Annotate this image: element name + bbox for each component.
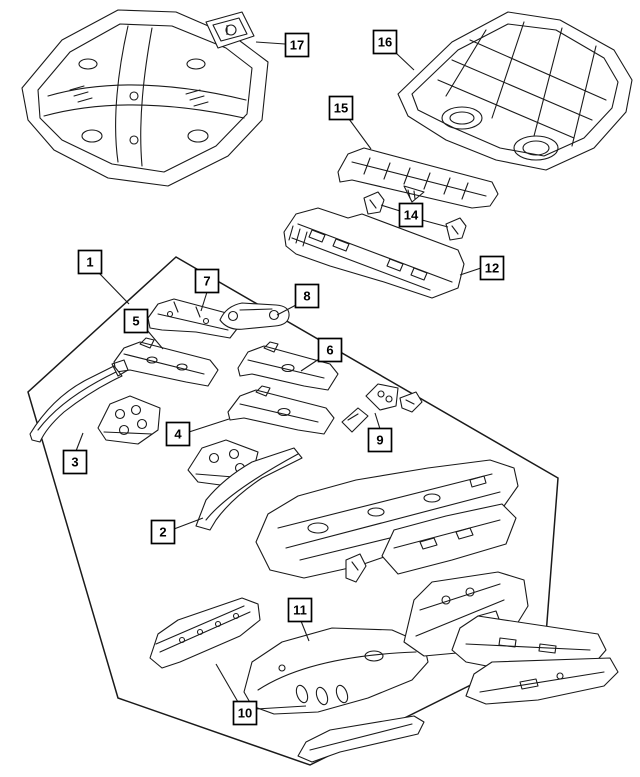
part-4-drawing <box>227 385 335 435</box>
leader-line-9 <box>374 412 381 430</box>
callout-17-box <box>284 32 310 58</box>
callout-6-box <box>317 337 343 363</box>
callout-17-label: 17 <box>290 38 304 53</box>
callout-8-label: 8 <box>303 289 310 304</box>
callout-8-box <box>294 283 320 309</box>
callout-2-box <box>150 519 176 545</box>
callout-3[interactable]: 3 <box>62 449 88 475</box>
callout-6-label: 6 <box>326 343 333 358</box>
leader-line-10-right <box>255 705 307 710</box>
callout-8[interactable]: 8 <box>294 283 320 309</box>
leader-line-10-left <box>215 663 239 703</box>
leader-line-14-left <box>380 204 401 212</box>
leader-line-8 <box>276 304 297 316</box>
callout-1-box <box>77 249 103 275</box>
leader-line-11 <box>300 620 310 642</box>
callout-5[interactable]: 5 <box>123 308 149 334</box>
callout-14-box <box>398 202 424 228</box>
leader-line-15 <box>348 118 372 150</box>
callout-2-label: 2 <box>159 525 166 540</box>
callout-4[interactable]: 4 <box>165 421 191 447</box>
callout-5-label: 5 <box>132 314 139 329</box>
callout-3-label: 3 <box>71 455 78 470</box>
callout-17[interactable]: 17 <box>284 32 310 58</box>
callout-4-box <box>165 421 191 447</box>
part-17-drawing <box>205 11 255 49</box>
callout-11-label: 11 <box>293 603 307 618</box>
callout-15-box <box>328 95 354 121</box>
callout-7[interactable]: 7 <box>194 268 220 294</box>
parts-group-boundary <box>27 256 559 766</box>
part-5-drawing <box>113 337 219 387</box>
leader-line-12 <box>459 267 482 276</box>
callout-14-label: 14 <box>404 208 419 223</box>
part-14-drawing <box>363 191 467 241</box>
part-9-drawing <box>341 383 423 433</box>
callout-12[interactable]: 12 <box>479 255 505 281</box>
part-6-drawing <box>237 341 339 391</box>
callout-4-label: 4 <box>174 427 182 442</box>
part-10-drawing <box>149 597 261 669</box>
leader-line-3 <box>75 432 84 452</box>
callout-16[interactable]: 16 <box>372 29 398 55</box>
part-12-drawing <box>283 207 465 299</box>
callout-10-label: 10 <box>238 706 252 721</box>
leader-lines <box>75 41 482 710</box>
leader-line-7 <box>200 291 208 312</box>
bracket-plate-drawing <box>97 395 161 445</box>
leader-line-14-right <box>421 219 449 228</box>
callout-7-label: 7 <box>203 274 210 289</box>
leader-line-17 <box>255 41 286 45</box>
rear-floor-pan-drawing <box>397 11 633 171</box>
callout-14[interactable]: 14 <box>398 202 424 228</box>
part-11-drawing <box>243 627 429 715</box>
part-7-drawing <box>147 298 241 339</box>
callout-3-box <box>62 449 88 475</box>
callout-9-box <box>367 427 393 453</box>
leader-line-1 <box>98 272 130 305</box>
callout-5-box <box>123 308 149 334</box>
floor-panels-drawing <box>451 615 619 705</box>
callout-9-label: 9 <box>376 433 383 448</box>
sill-strip-drawing <box>297 715 425 763</box>
front-floor-pan-drawing <box>21 9 269 187</box>
callout-16-box <box>372 29 398 55</box>
callout-16-label: 16 <box>378 35 392 50</box>
leader-line-2 <box>173 517 204 530</box>
callout-10-box <box>232 700 258 726</box>
leader-line-6 <box>300 358 320 372</box>
leader-line-16 <box>395 52 415 71</box>
callout-15-label: 15 <box>334 101 348 116</box>
part-8-drawing <box>219 302 290 330</box>
callout-11-box <box>287 597 313 623</box>
callout-1[interactable]: 1 <box>77 249 103 275</box>
callout-6[interactable]: 6 <box>317 337 343 363</box>
part-15-drawing <box>337 147 499 209</box>
part-2-drawing <box>187 439 303 531</box>
leader-line-4 <box>188 418 230 433</box>
callout-12-box <box>479 255 505 281</box>
callout-7-box <box>194 268 220 294</box>
part-3-drawing <box>29 359 129 443</box>
center-floor-pan-drawing <box>255 459 519 583</box>
callout-2[interactable]: 2 <box>150 519 176 545</box>
leader-line-5 <box>146 329 164 350</box>
callout-1-label: 1 <box>86 255 93 270</box>
callout-12-label: 12 <box>485 261 499 276</box>
callout-15[interactable]: 15 <box>328 95 354 121</box>
callout-10[interactable]: 10 <box>232 700 258 726</box>
callout-9[interactable]: 9 <box>367 427 393 453</box>
callout-11[interactable]: 11 <box>287 597 313 623</box>
